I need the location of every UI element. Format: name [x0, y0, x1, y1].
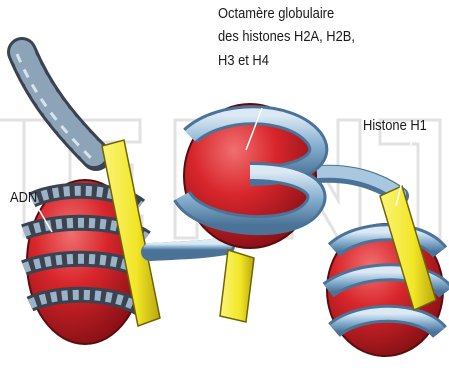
octamer-label: Octamère globulaire des histones H2A, H2… [218, 2, 355, 72]
octamer-label-line1: Octamère globulaire [218, 2, 355, 25]
octamer-label-line2: des histones H2A, H2B, [218, 25, 355, 48]
nucleosome-left [24, 140, 160, 344]
octamer-label-line3: H3 et H4 [218, 49, 355, 72]
histone-h1-label: Histone H1 [363, 114, 427, 137]
nucleosome-middle [182, 104, 318, 322]
dna-free-end [17, 52, 96, 158]
adn-label: ADN [10, 186, 37, 209]
